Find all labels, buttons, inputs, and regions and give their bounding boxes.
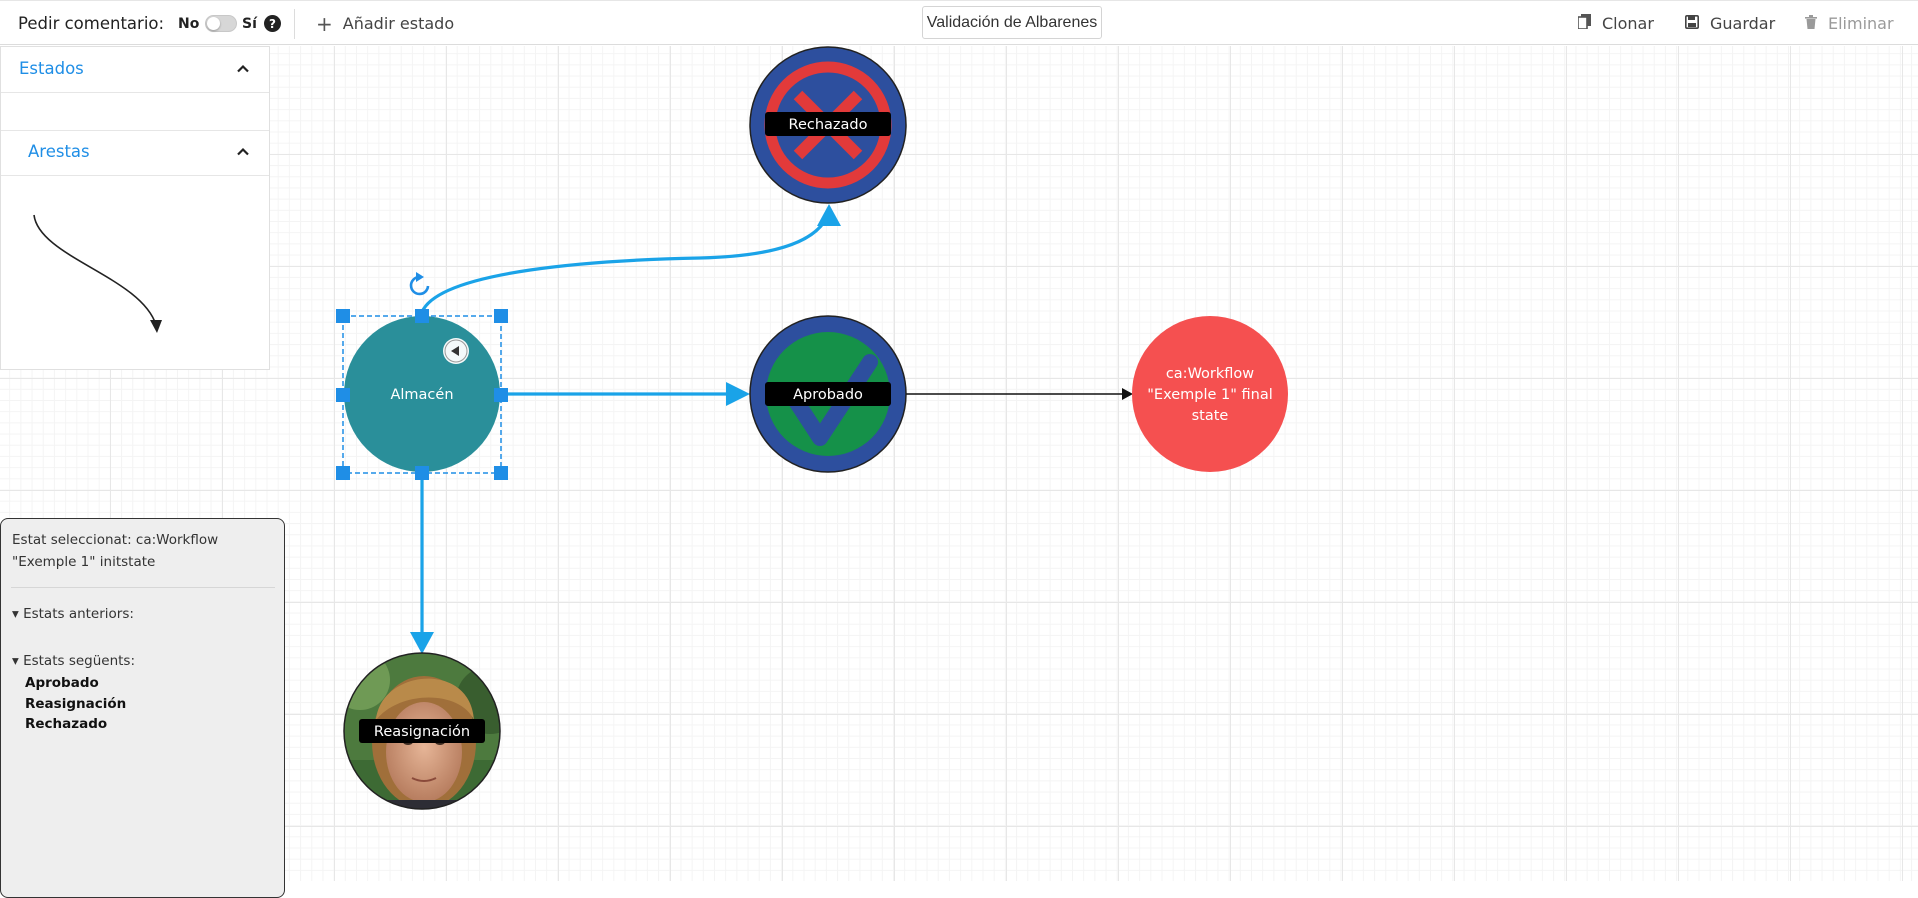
next-states-toggle[interactable]: ▾ Estats següents: xyxy=(12,653,136,669)
edges-section-title: Arestas xyxy=(28,142,90,161)
workflow-name-field[interactable]: Validación de Albarenes xyxy=(922,6,1102,39)
rotate-icon[interactable] xyxy=(409,272,430,296)
clone-button[interactable]: Clonar xyxy=(1577,1,1654,46)
trash-icon xyxy=(1805,14,1817,33)
edge-arrowhead xyxy=(1122,388,1133,400)
toggle-knob xyxy=(207,17,220,30)
add-state-label: Añadir estado xyxy=(342,14,455,33)
list-item: Reasignación xyxy=(25,695,127,712)
node-final-state[interactable]: ca:Workflow "Exemple 1" final state xyxy=(1132,316,1288,472)
clone-label: Clonar xyxy=(1602,14,1654,33)
next-states-list: Aprobado Reasignación Rechazado xyxy=(25,673,126,735)
node-reasignacion[interactable]: Reasignación xyxy=(330,650,524,820)
edge-almacen-rechazado[interactable] xyxy=(420,211,831,313)
state-info-panel: Estat seleccionat: ca:Workflow "Exemple … xyxy=(0,518,285,898)
states-list xyxy=(1,93,269,131)
node-label: state xyxy=(1192,408,1229,424)
comment-toggle[interactable] xyxy=(205,15,237,32)
list-item: Aprobado xyxy=(25,675,99,691)
node-almacen[interactable]: Almacén xyxy=(344,316,500,472)
workflow-graph: Rechazado Almacén xyxy=(330,46,1288,820)
edges-section-header[interactable]: Arestas xyxy=(1,130,269,176)
save-button[interactable]: Guardar xyxy=(1685,1,1775,46)
selected-state-text: Estat seleccionat: ca:Workflow "Exemple … xyxy=(12,532,219,570)
list-item: Rechazado xyxy=(25,716,108,732)
chevron-up-icon[interactable] xyxy=(237,59,249,77)
edge-arrowhead xyxy=(817,204,841,226)
palette-panel: Estados Arestas xyxy=(0,46,270,370)
states-section-title: Estados xyxy=(19,59,84,78)
comment-label: Pedir comentario: xyxy=(18,14,165,33)
node-label: Reasignación xyxy=(374,724,470,740)
plus-icon: + xyxy=(316,11,333,36)
previous-states-toggle[interactable]: ▾ Estats anteriors: xyxy=(12,606,134,622)
divider xyxy=(11,587,275,588)
node-rechazado[interactable]: Rechazado xyxy=(749,46,907,204)
node-aprobado[interactable]: Aprobado xyxy=(749,315,907,473)
node-label: Almacén xyxy=(390,387,453,403)
toolbar-divider xyxy=(294,9,295,39)
node-label: "Exemple 1" final xyxy=(1147,387,1273,403)
floppy-disk-icon xyxy=(1685,14,1699,33)
add-state-button[interactable]: + Añadir estado xyxy=(316,1,454,46)
chevron-up-icon[interactable] xyxy=(237,142,249,160)
workflow-canvas[interactable]: Rechazado Almacén xyxy=(0,46,1918,881)
node-label: Aprobado xyxy=(793,387,863,403)
curved-edge-tool[interactable] xyxy=(1,177,269,367)
states-section-header[interactable]: Estados xyxy=(1,47,269,93)
delete-button[interactable]: Eliminar xyxy=(1805,1,1894,46)
toggle-yes-label: Sí xyxy=(242,15,257,32)
node-label: ca:Workflow xyxy=(1166,366,1254,382)
help-icon[interactable]: ? xyxy=(264,15,281,32)
toggle-no-label: No xyxy=(178,15,200,32)
delete-label: Eliminar xyxy=(1828,14,1894,33)
save-label: Guardar xyxy=(1710,14,1776,33)
copy-icon xyxy=(1577,14,1591,33)
toolbar: Pedir comentario: No Sí ? + Añadir estad… xyxy=(0,0,1918,45)
edge-arrowhead xyxy=(410,632,434,654)
node-label: Rechazado xyxy=(789,117,868,133)
selection-handles[interactable] xyxy=(336,272,508,480)
edge-arrowhead xyxy=(726,382,750,406)
